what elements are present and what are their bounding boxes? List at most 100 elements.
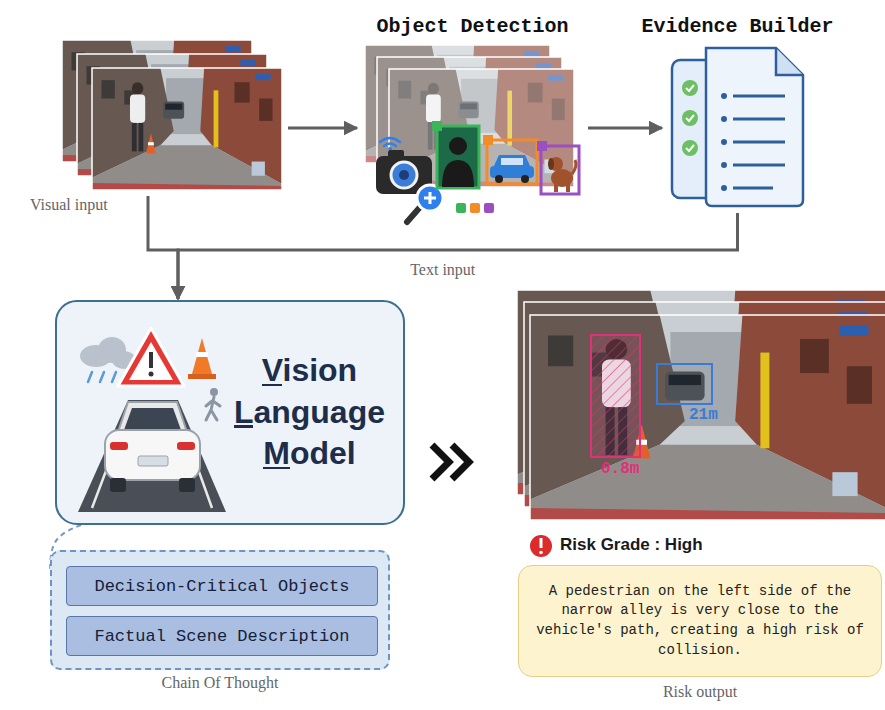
dog-box-icon: [572, 160, 576, 174]
flow-arrow: [148, 196, 178, 299]
caption-text: Chain Of Thought: [52, 674, 388, 692]
document-icon: [672, 48, 803, 206]
driving-scene-icon: [105, 430, 200, 480]
input-frames: [92, 68, 282, 190]
output-frames: [530, 315, 885, 520]
distance-label: 0.8m: [601, 460, 639, 478]
edge-label: Text input: [406, 261, 479, 279]
model-box: Vision Language Model: [55, 300, 405, 525]
detection-frames: [365, 45, 574, 187]
driving-scene-icon: [188, 374, 216, 379]
document-icon: [706, 48, 803, 206]
driving-scene-icon: [110, 478, 126, 492]
output-frames: [530, 315, 885, 520]
driving-scene-icon: [124, 408, 181, 430]
reasoning-group: Chain Of ThoughtDecision-Critical Object…: [50, 550, 390, 670]
person-box-icon: [432, 121, 442, 131]
document-panel: Evidence Builder: [665, 42, 810, 210]
camera-icon: [399, 170, 409, 180]
dog-box-icon: [541, 146, 579, 194]
camera-icon: [391, 162, 417, 188]
next-chevrons: [452, 445, 469, 479]
dog-box-icon: [548, 158, 554, 170]
person-box-icon: [449, 137, 467, 155]
dog-box-icon: [566, 183, 570, 192]
document-icon: [733, 164, 785, 167]
wifi-icon: [380, 138, 400, 142]
alert-icon: [530, 535, 552, 557]
driving-scene-icon: [206, 397, 220, 420]
driving-scene-icon: [129, 342, 173, 380]
driving-scene-icon: [118, 328, 184, 386]
camera-icon: [376, 147, 443, 222]
output-text-box: A pedestrian on the left side of the nar…: [518, 565, 882, 677]
class-swatches: [470, 203, 480, 213]
driving-scene-icon: [138, 456, 168, 466]
car-box-icon: [521, 175, 529, 183]
dog-box-icon: [537, 141, 547, 151]
wifi-icon: [384, 144, 396, 147]
model-title: Vision Language Model: [234, 350, 385, 475]
camera-icon: [407, 206, 421, 222]
next-chevrons: [432, 445, 469, 479]
person-box-icon: [442, 160, 474, 187]
step-text: Factual Scene Description: [94, 627, 349, 646]
car-box-icon: [501, 158, 523, 165]
driving-scene-icon: [92, 402, 212, 508]
driving-scene-icon: [192, 338, 212, 374]
driving-scene-icon: [118, 402, 187, 432]
document-icon: [733, 187, 773, 190]
driving-scene-icon: [78, 328, 226, 512]
dog-box-icon: [554, 183, 558, 192]
dog-box-icon: [537, 141, 579, 194]
document-icon: [733, 118, 785, 121]
flow-arrow: [588, 127, 662, 130]
distance-label: 21m: [689, 406, 718, 424]
step-box: Factual Scene Description: [66, 616, 378, 656]
driving-scene-icon: [210, 388, 218, 396]
car-box-icon: [487, 140, 537, 184]
class-swatches: [456, 203, 466, 213]
document-icon: [721, 139, 727, 145]
risk-explanation: A pedestrian on the left side of the nar…: [531, 582, 869, 660]
document-icon: [776, 48, 803, 75]
initial-underline: [234, 425, 254, 428]
driving-scene-icon: [179, 478, 195, 492]
car-box-icon: [483, 135, 493, 145]
document-icon: [733, 95, 785, 98]
document-icon: [721, 116, 727, 122]
driving-scene-icon: [88, 372, 116, 382]
person-box-icon: [432, 121, 479, 188]
driving-scene-icon: [78, 400, 226, 512]
alert-icon: [530, 535, 552, 557]
person-box-icon: [437, 126, 479, 188]
driving-scene-icon: [110, 442, 128, 450]
caption-text: Visual input: [30, 196, 108, 214]
detection-frames: [389, 69, 574, 187]
risk-grade: Risk Grade : High: [560, 535, 703, 555]
stage-title: Evidence Builder: [641, 15, 833, 38]
detection-panel: Object Detection: [360, 42, 585, 227]
driving-scene-icon: [149, 352, 153, 368]
alert-icon: [540, 538, 543, 548]
detection-frames: [389, 69, 574, 187]
image-stack: Visual input: [60, 38, 285, 193]
document-icon: [686, 85, 694, 91]
next-chevrons: [432, 445, 449, 479]
document-icon: [721, 162, 727, 168]
document-icon: [721, 185, 727, 191]
document-icon: [686, 145, 694, 151]
car-box-icon: [483, 135, 537, 184]
driving-scene-icon: [149, 372, 154, 377]
model-box-fill: [55, 300, 405, 525]
class-swatches: [484, 203, 494, 213]
flow-arrow: [288, 127, 357, 130]
output-frames: [591, 335, 640, 457]
document-icon: [682, 140, 698, 156]
input-frames: [92, 68, 282, 190]
initial-underline: [263, 467, 290, 470]
class-swatches: [456, 203, 494, 213]
